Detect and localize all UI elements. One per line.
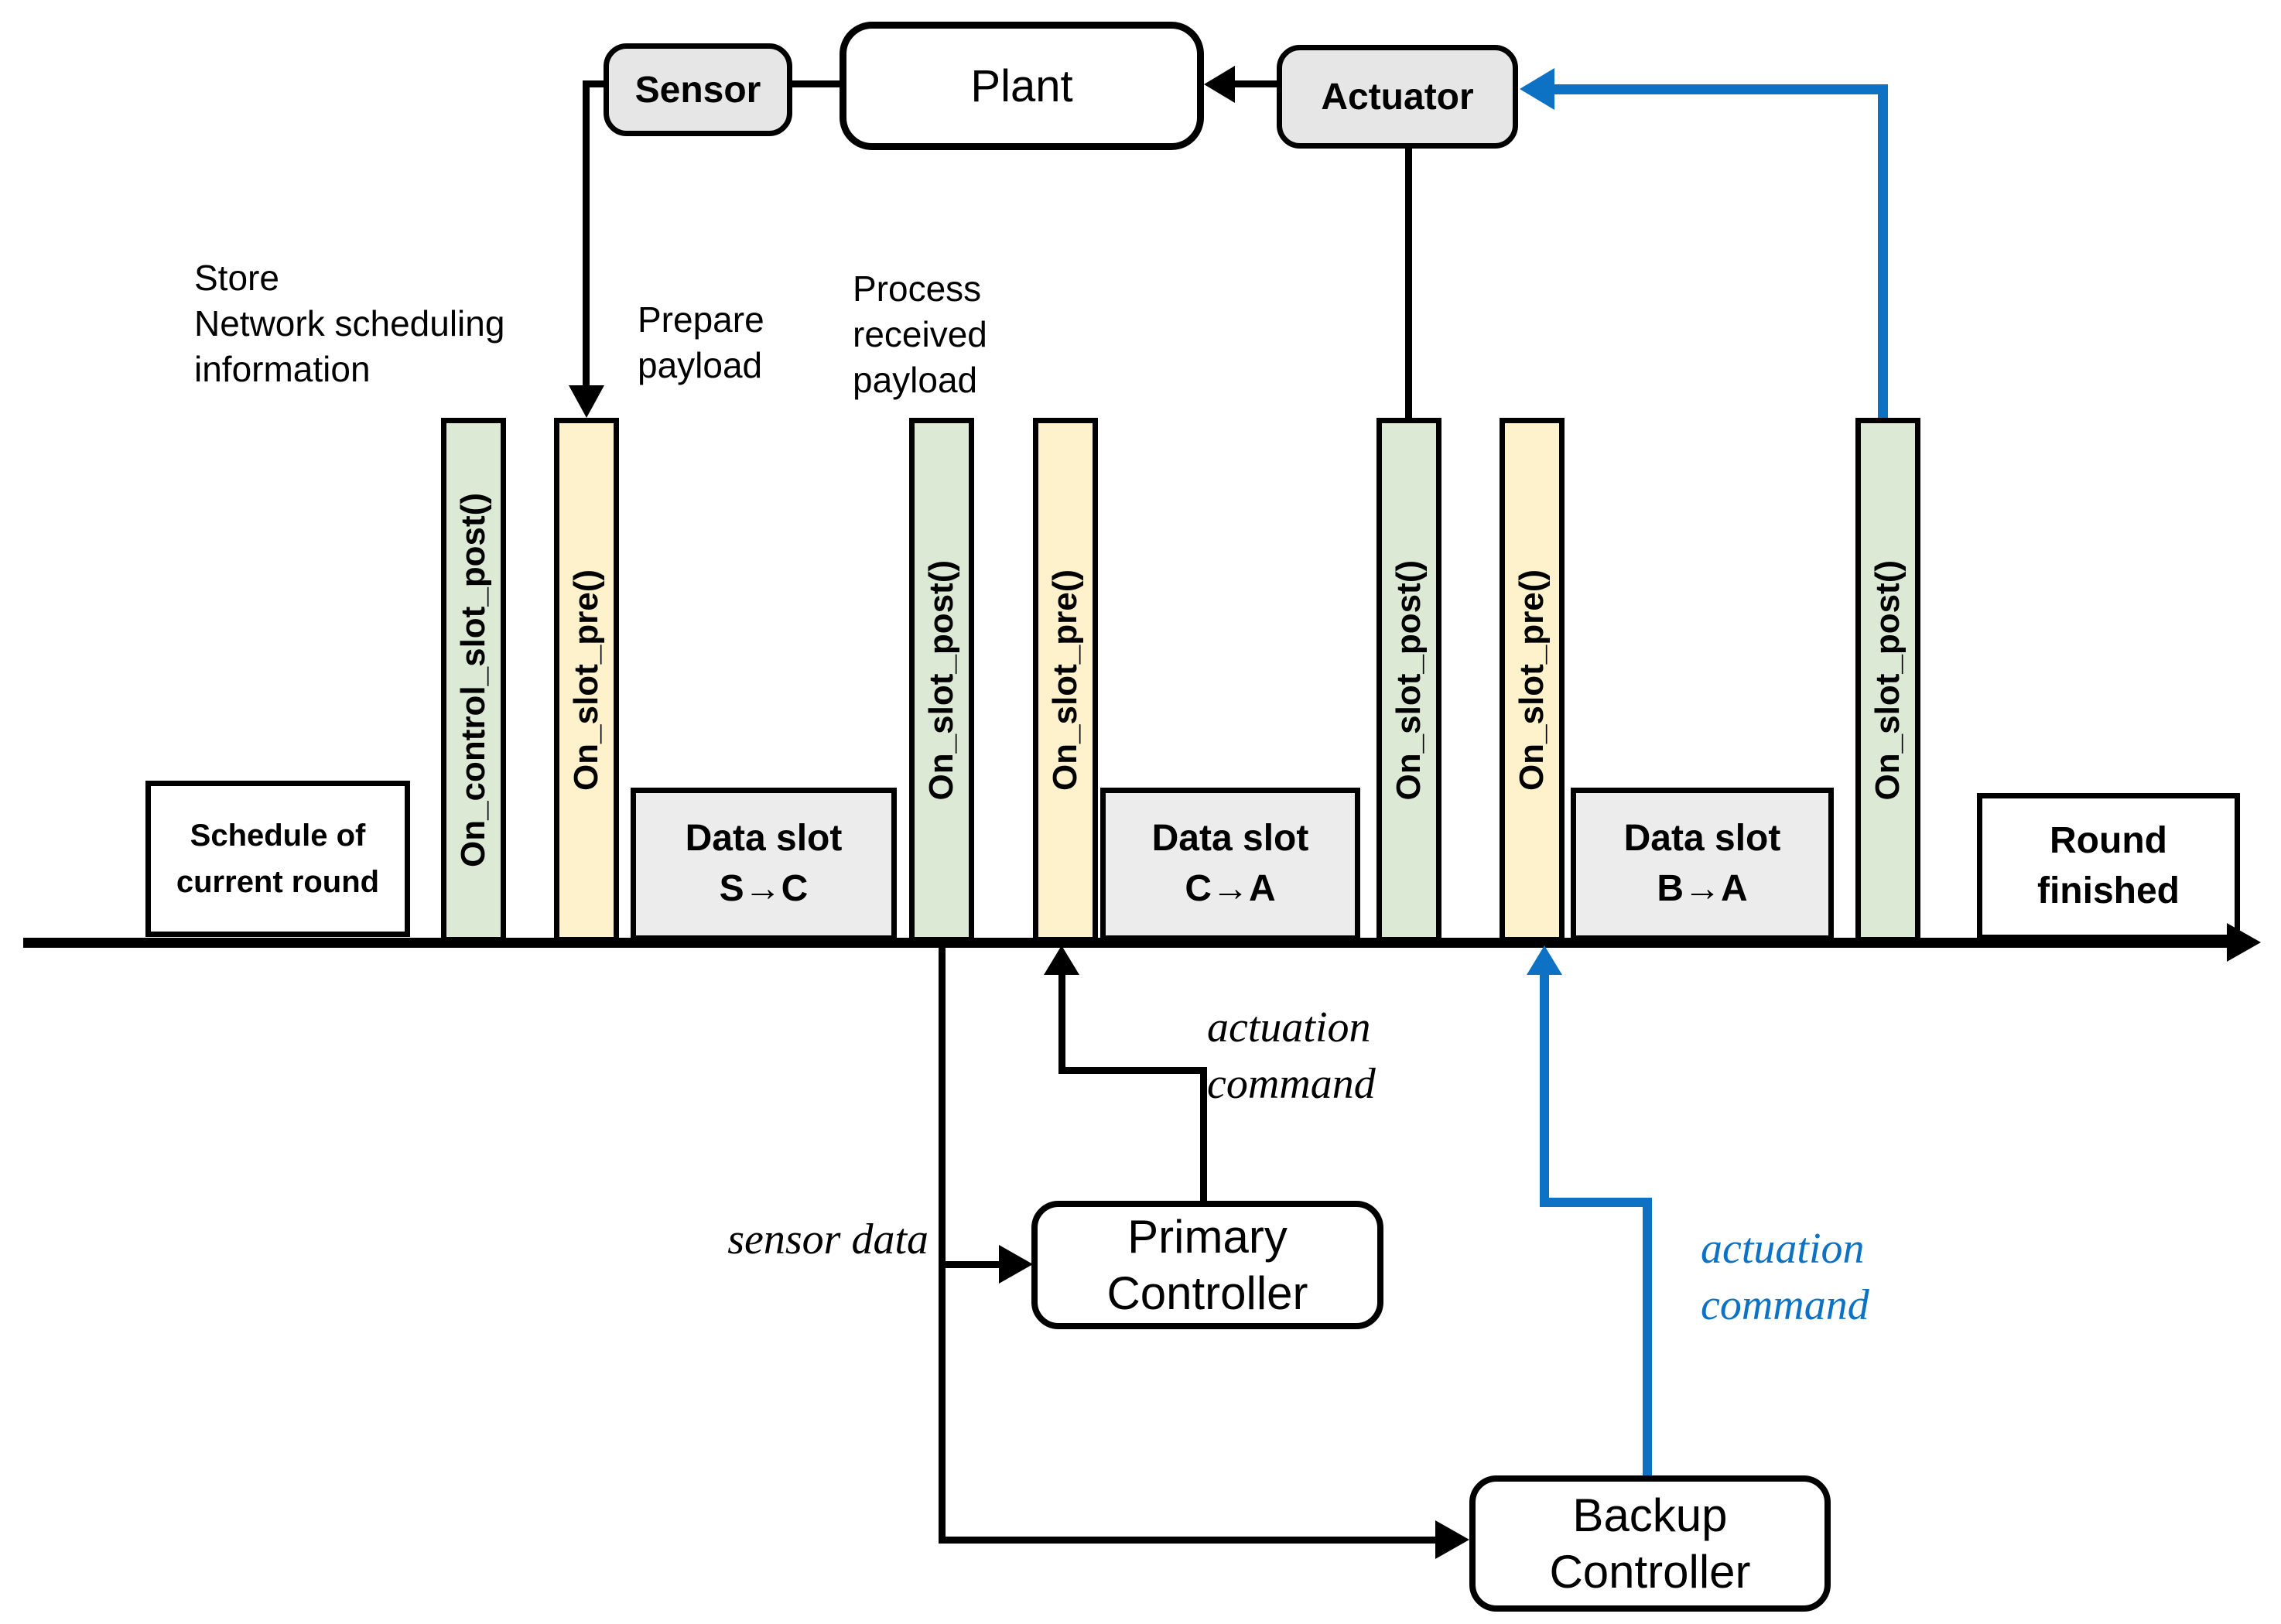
sensor-plant-connector (792, 80, 840, 87)
slot-bar-label: On_slot_post() (1869, 559, 1907, 801)
actuator-node: Actuator (1277, 45, 1518, 149)
data-slot-label: Data slot S→C (685, 818, 843, 909)
primary-actuation-h-line (1058, 1067, 1207, 1074)
backup-actuation-h-line (1540, 1198, 1652, 1207)
timeline-arrowhead-icon (2227, 923, 2261, 962)
store-scheduling-note: Store Network scheduling information (194, 258, 505, 389)
actuator-blue-arrowhead-icon (1520, 68, 1554, 110)
prepare-payload-note: Prepare payload (638, 299, 764, 385)
slot-bar-label: On_slot_pre() (1046, 569, 1084, 791)
backup-actuation-top-h-line (1554, 84, 1888, 94)
slot-bar-post-sc: On_slot_post() (909, 418, 974, 942)
actuator-plant-arrow-shaft (1233, 80, 1278, 87)
backup-actuation-arrowhead-icon (1527, 945, 1562, 975)
backup-controller-node: Backup Controller (1469, 1475, 1831, 1612)
backup-actuation-v1-line (1540, 972, 1549, 1207)
round-finished-label: Round finished (2036, 820, 2180, 911)
primary-actuation-v1-line (1200, 1067, 1207, 1201)
slot-bar-pre-ba: On_slot_pre() (1500, 418, 1565, 942)
plant-label: Plant (970, 60, 1073, 111)
primary-actuation-arrowhead-icon (1044, 945, 1079, 975)
data-slot-b-a: Data slot B→A (1571, 788, 1834, 941)
slot-bar-post-ca: On_slot_post() (1376, 418, 1441, 942)
slot-bar-label: On_slot_post() (922, 559, 960, 801)
backup-controller-label: Backup Controller (1549, 1489, 1751, 1598)
primary-controller-node: Primary Controller (1031, 1201, 1383, 1329)
sensor-down-elbow-h (583, 80, 607, 87)
slot-bar-label: On_slot_pre() (1513, 569, 1551, 791)
slot-bar-label: On_slot_post() (1390, 559, 1428, 801)
sensor-label: Sensor (634, 69, 761, 111)
sensor-data-backup-branch (939, 1537, 1441, 1544)
backup-actuation-v2-line (1643, 1198, 1652, 1475)
sensor-down-arrowhead-icon (569, 385, 604, 418)
sensor-down-elbow-v (583, 80, 590, 393)
sensor-data-primary-branch (939, 1261, 1007, 1268)
data-slot-s-c: Data slot S→C (631, 788, 897, 941)
plant-node: Plant (840, 22, 1204, 150)
slot-bar-pre-ca: On_slot_pre() (1033, 418, 1098, 942)
data-slot-label: Data slot B→A (1623, 818, 1781, 909)
slot-bar-pre-sc: On_slot_pre() (554, 418, 619, 942)
actuator-down-line (1405, 147, 1412, 419)
data-slot-c-a: Data slot C→A (1100, 788, 1360, 941)
sensor-data-label: sensor data (727, 1215, 928, 1263)
sensor-data-v-line (939, 948, 946, 1544)
data-slot-label: Data slot C→A (1151, 818, 1309, 909)
primary-controller-label: Primary Controller (1106, 1210, 1308, 1319)
sensor-node: Sensor (604, 43, 792, 136)
slot-bar-label: On_slot_pre() (567, 569, 605, 791)
actuator-label: Actuator (1321, 76, 1474, 118)
actuator-plant-arrowhead-icon (1204, 66, 1235, 103)
slot-bar-label: On_control_slot_post() (454, 492, 492, 868)
actuation-command-backup-label: actuation command (1701, 1225, 1869, 1329)
slot-bar-control-post: On_control_slot_post() (441, 418, 506, 942)
timeline-axis (23, 938, 2228, 948)
process-payload-note: Process received payload (853, 268, 987, 400)
schedule-box-label: Schedule of current round (176, 819, 380, 899)
backup-actuation-top-v-line (1878, 84, 1888, 420)
actuation-command-primary-label: actuation command (1207, 1003, 1376, 1108)
backup-in-arrowhead-icon (1435, 1520, 1469, 1559)
round-finished-box: Round finished (1977, 793, 2240, 940)
primary-in-arrowhead-icon (999, 1245, 1033, 1284)
schedule-box: Schedule of current round (145, 781, 410, 937)
slot-bar-post-ba: On_slot_post() (1855, 418, 1920, 942)
primary-actuation-v2-line (1058, 972, 1065, 1072)
